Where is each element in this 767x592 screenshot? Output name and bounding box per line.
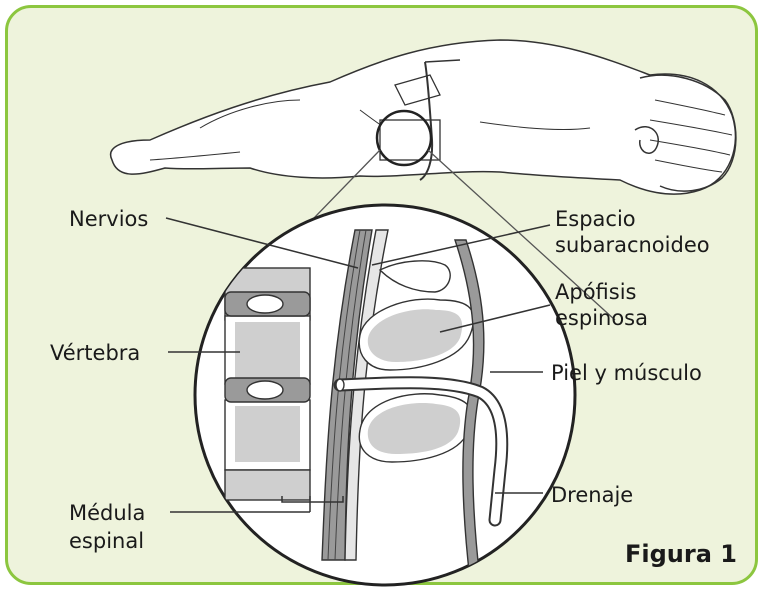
label-subarachnoid-1: Espacio [555, 206, 636, 232]
label-skin-muscle: Piel y músculo [551, 360, 702, 386]
label-drain: Drenaje [551, 482, 633, 508]
baby-illustration [111, 40, 736, 194]
label-spinal-cord-2: espinal [69, 528, 144, 554]
vertebra-body-4 [225, 470, 310, 500]
label-nerves: Nervios [69, 206, 148, 232]
label-vertebra: Vértebra [50, 340, 140, 366]
label-spinal-cord-1: Médula [69, 500, 145, 526]
figure-caption: Figura 1 [625, 540, 737, 568]
label-spinous-1: Apófisis [555, 279, 637, 305]
baby-body [111, 40, 736, 194]
label-subarachnoid-2: subaracnoideo [555, 232, 710, 258]
label-spinous-2: espinosa [555, 305, 648, 331]
